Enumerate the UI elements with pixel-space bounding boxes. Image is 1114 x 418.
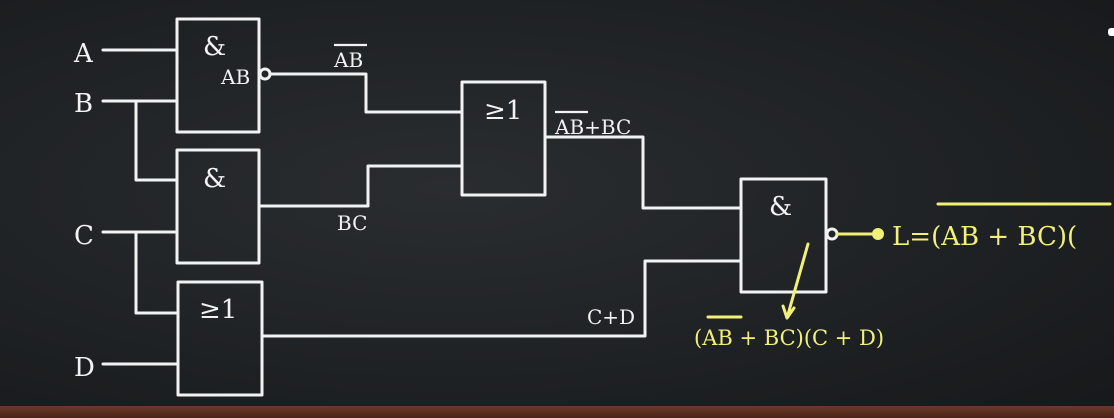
gate-1-inner-label: AB bbox=[220, 65, 250, 89]
input-a-label: A bbox=[73, 39, 94, 69]
chalk-ledge bbox=[0, 406, 1114, 418]
input-b-label: B bbox=[74, 89, 93, 119]
annotation-arrow bbox=[781, 242, 810, 320]
wire-or1-out bbox=[543, 135, 743, 210]
annotation-rest: + BC)(C + D) bbox=[733, 326, 884, 350]
gate-5-symbol: & bbox=[769, 192, 792, 222]
gate-3-symbol: ≥1 bbox=[484, 96, 522, 126]
output-expression: L=(AB + BC)( bbox=[892, 222, 1077, 252]
wire-or2-out bbox=[260, 259, 743, 338]
or1-out-rest-part: +BC bbox=[584, 115, 631, 139]
wire-c bbox=[101, 230, 180, 315]
annotation-bar: AB bbox=[701, 326, 733, 350]
wire-and-out bbox=[257, 164, 464, 208]
gate-1-symbol: & bbox=[203, 32, 226, 62]
edge-marker bbox=[1108, 28, 1114, 36]
wire-b bbox=[101, 99, 179, 182]
annotation-expression: (AB + BC)(C + D) bbox=[694, 326, 884, 350]
or2-out-label: C+D bbox=[587, 305, 635, 329]
annotation-open: ( bbox=[694, 326, 702, 350]
or1-out-bar-part: AB bbox=[554, 115, 584, 139]
nand-out-label: AB bbox=[333, 48, 363, 72]
gate-2-symbol: & bbox=[203, 164, 226, 194]
and-out-label: BC bbox=[337, 211, 367, 235]
output-prefix: L= bbox=[892, 222, 931, 252]
input-c-label: C bbox=[74, 221, 94, 251]
wire-nand-out bbox=[268, 72, 464, 114]
gate-4-symbol: ≥1 bbox=[199, 295, 237, 325]
gate-4-box bbox=[176, 280, 264, 397]
or1-out-label: AB+BC bbox=[554, 115, 631, 139]
input-d-label: D bbox=[74, 353, 95, 383]
output-node bbox=[872, 228, 884, 240]
output-bar-text: (AB + BC)( bbox=[931, 222, 1077, 252]
